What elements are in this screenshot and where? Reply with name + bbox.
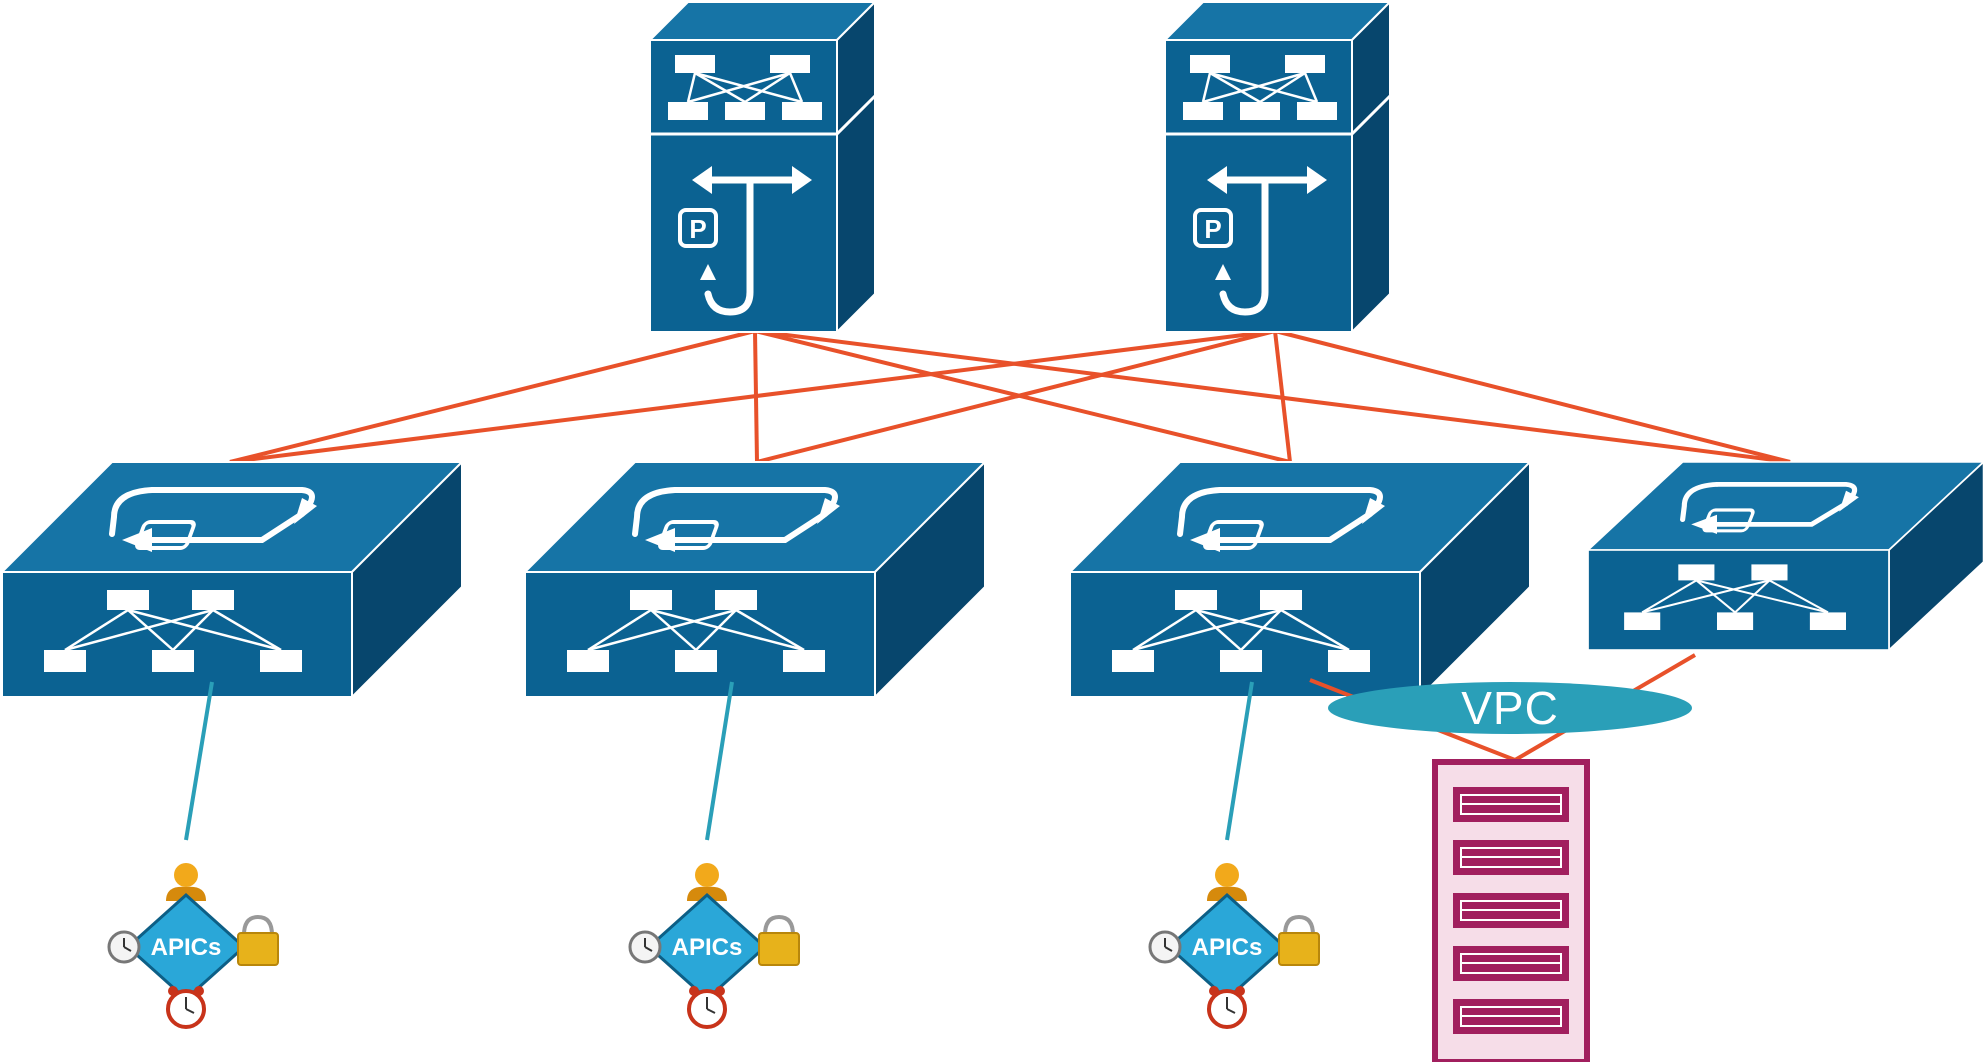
apic-label: APICs [151, 934, 222, 961]
link-spine2-leaf4 [1274, 329, 1791, 464]
link-leaf1-apic [184, 681, 214, 841]
apic-label: APICs [1192, 934, 1263, 961]
spine-switch-icon: P [1165, 2, 1390, 332]
link-spine1-leaf4 [754, 329, 1791, 464]
spine-port-letter: P [689, 214, 706, 244]
spine-switch-icon: P [650, 2, 875, 332]
leaf-switch-icon [1070, 462, 1530, 697]
spine-port-letter: P [1204, 214, 1221, 244]
link-leaf3-apic [1225, 681, 1254, 841]
apic-controller-icon: APICs [107, 861, 280, 1029]
server-rack-icon [1432, 759, 1590, 1062]
vpc-badge: VPC [1328, 682, 1692, 734]
leaf-switch-icon [2, 462, 462, 697]
apic-links [184, 681, 1254, 841]
vpc-label: VPC [1461, 682, 1559, 734]
link-spine2-leaf3 [1273, 330, 1292, 463]
leaf-switch-icon [1588, 462, 1983, 650]
link-leaf2-apic [705, 681, 734, 841]
link-spine1-leaf1 [229, 329, 756, 464]
apic-label: APICs [672, 934, 743, 961]
fabric-links [229, 329, 1791, 464]
link-spine2-leaf1 [229, 329, 1276, 464]
leaf-switch-icon [525, 462, 985, 697]
apic-controller-icon: APICs [1148, 861, 1321, 1029]
apic-controller-icon: APICs [628, 861, 801, 1029]
link-spine2-leaf2 [756, 329, 1276, 464]
